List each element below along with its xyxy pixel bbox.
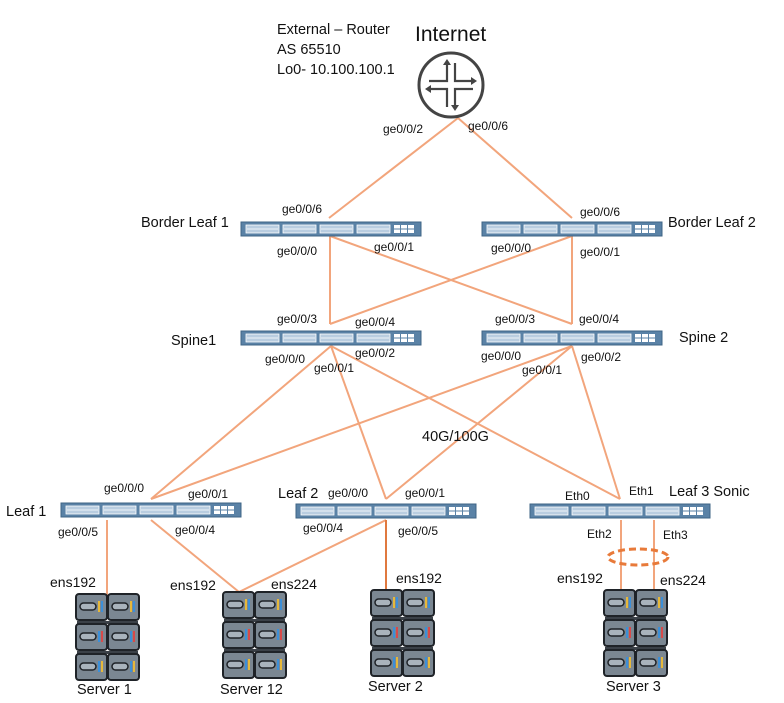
leaf-3-port-up-left: Eth0 (565, 489, 590, 503)
router-info-line-1: External – Router (277, 22, 390, 38)
leaf-2-port-down-right: ge0/0/5 (398, 524, 438, 538)
switch-icon (60, 502, 242, 518)
server-1: ens192 Server 1 (50, 574, 139, 698)
leaf-2-port-down-left: ge0/0/4 (303, 521, 343, 535)
spine-1-port-down-mid: ge0/0/1 (314, 361, 354, 375)
leaf-2-port-up-right: ge0/0/1 (405, 486, 445, 500)
spine-1-port-up-left: ge0/0/3 (277, 312, 317, 326)
link-spine-1-leaf-2 (330, 345, 387, 500)
switch-icon (240, 221, 422, 237)
server-rack-icon (604, 590, 667, 676)
switch-icon (481, 330, 663, 346)
spine-1-port-down-right: ge0/0/2 (355, 346, 395, 360)
server-3: ens192 ens224 Server 3 (557, 570, 706, 695)
leaf-2-port-up-left: ge0/0/0 (328, 486, 368, 500)
spine-2-name: Spine 2 (679, 330, 728, 346)
spine-2: Spine 2 ge0/0/3 ge0/0/4 ge0/0/0 ge0/0/1 … (481, 312, 728, 377)
server-2-nic-1: ens192 (396, 570, 442, 586)
server-3-nic-1: ens192 (557, 570, 603, 586)
border-leaf-2-port-down-left: ge0/0/0 (491, 241, 531, 255)
internet-title: Internet (415, 23, 486, 46)
link-router-border-leaf-1 (328, 117, 459, 219)
link-spine-2-leaf-1 (150, 345, 573, 500)
switch-icon (481, 221, 663, 237)
external-router: Internet External – Router AS 65510 Lo0-… (277, 22, 508, 136)
server-rack-icon (223, 592, 286, 678)
link-spine-1-leaf-3 (330, 345, 621, 500)
server-12-nic-1: ens192 (170, 577, 216, 593)
border-leaf-1-name: Border Leaf 1 (141, 215, 229, 231)
link-leaf-2-server-12 (238, 519, 387, 593)
switch-icon (240, 330, 422, 346)
leaf-1-name: Leaf 1 (6, 504, 46, 520)
link-router-border-leaf-2 (457, 117, 573, 219)
link-spine-1-leaf-1 (150, 345, 332, 500)
leaf-3-sonic: Leaf 3 Sonic Eth0 Eth1 Eth2 Eth3 (529, 484, 750, 542)
links (106, 117, 655, 596)
link-border-leaf-2-spine-1 (329, 235, 573, 325)
spine-2-port-down-right: ge0/0/2 (581, 350, 621, 364)
border-leaf-1-port-down-right: ge0/0/1 (374, 240, 414, 254)
border-leaf-1: Border Leaf 1 ge0/0/6 ge0/0/0 ge0/0/1 (141, 202, 422, 258)
server-12-name: Server 12 (220, 682, 283, 698)
spine-2-port-up-left: ge0/0/3 (495, 312, 535, 326)
leaf-3-name: Leaf 3 Sonic (669, 484, 750, 500)
lag-bundle-indicator (606, 547, 670, 567)
router-info-line-2: AS 65510 (277, 42, 341, 58)
border-leaf-2-name: Border Leaf 2 (668, 215, 756, 231)
server-1-name: Server 1 (77, 682, 132, 698)
spine-2-port-up-right: ge0/0/4 (579, 312, 619, 326)
link-spine-2-leaf-3 (571, 345, 621, 500)
leaf-1-port-up-right: ge0/0/1 (188, 487, 228, 501)
leaf-1-port-up-left: ge0/0/0 (104, 481, 144, 495)
server-2-name: Server 2 (368, 679, 423, 695)
server-12: ens192 ens224 Server 12 (170, 576, 317, 698)
leaf-3-port-down-right: Eth3 (663, 528, 688, 542)
link-speed-label: 40G/100G (422, 429, 489, 445)
spine-2-port-down-left: ge0/0/0 (481, 349, 521, 363)
router-info-line-3: Lo0- 10.100.100.1 (277, 62, 395, 78)
router-port-right: ge0/0/6 (468, 119, 508, 133)
border-leaf-2-port-down-right: ge0/0/1 (580, 245, 620, 259)
server-1-nic-1: ens192 (50, 574, 96, 590)
router-port-left: ge0/0/2 (383, 122, 423, 136)
server-2: ens192 Server 2 (368, 570, 442, 695)
leaf-3-port-up-right: Eth1 (629, 484, 654, 498)
border-leaf-2: Border Leaf 2 ge0/0/6 ge0/0/0 ge0/0/1 (481, 205, 756, 259)
router-icon (417, 51, 485, 119)
leaf-1: Leaf 1 ge0/0/0 ge0/0/1 ge0/0/5 ge0/0/4 (6, 481, 242, 539)
switch-icon (529, 503, 711, 519)
server-rack-icon (76, 594, 139, 680)
spine-2-port-down-mid: ge0/0/1 (522, 363, 562, 377)
leaf-2-name: Leaf 2 (278, 486, 318, 502)
spine-1-port-up-right: ge0/0/4 (355, 315, 395, 329)
leaf-1-port-down-left: ge0/0/5 (58, 525, 98, 539)
switch-icon (295, 503, 477, 519)
spine-1-port-down-left: ge0/0/0 (265, 352, 305, 366)
link-spine-2-leaf-2 (385, 345, 573, 500)
spine-1-name: Spine1 (171, 333, 216, 349)
spine-1: Spine1 ge0/0/3 ge0/0/4 ge0/0/0 ge0/0/1 g… (171, 312, 422, 375)
border-leaf-2-port-up: ge0/0/6 (580, 205, 620, 219)
server-rack-icon (371, 590, 434, 676)
server-3-nic-2: ens224 (660, 572, 706, 588)
server-12-nic-2: ens224 (271, 576, 317, 592)
server-3-name: Server 3 (606, 679, 661, 695)
leaf-1-port-down-right: ge0/0/4 (175, 523, 215, 537)
border-leaf-1-port-up: ge0/0/6 (282, 202, 322, 216)
leaf-3-port-down-left: Eth2 (587, 527, 612, 541)
link-leaf-1-server-12 (150, 519, 240, 593)
leaf-2: Leaf 2 ge0/0/0 ge0/0/1 ge0/0/4 ge0/0/5 (278, 486, 477, 538)
border-leaf-1-port-down-left: ge0/0/0 (277, 244, 317, 258)
